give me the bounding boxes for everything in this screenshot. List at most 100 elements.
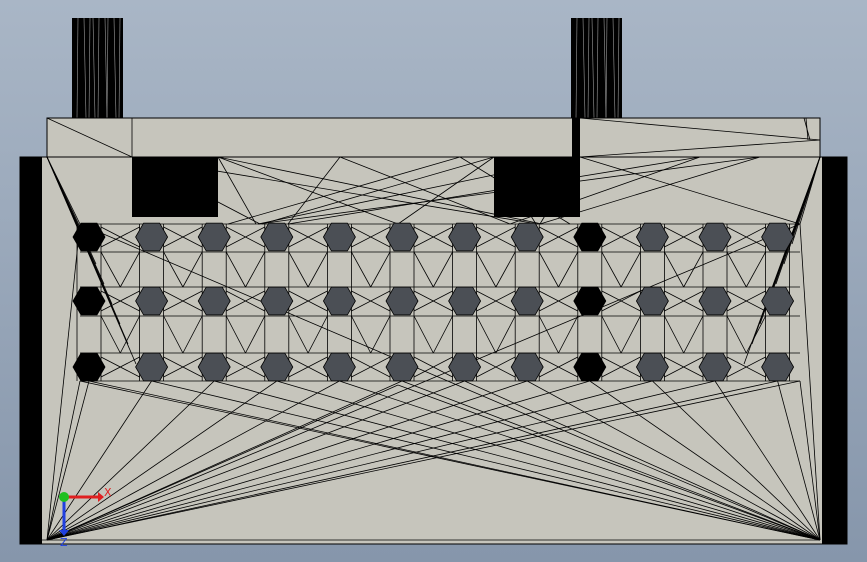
post-stripe xyxy=(591,17,595,119)
mesh-edge xyxy=(539,290,578,312)
mesh-edge xyxy=(46,380,801,541)
mesh-edge xyxy=(46,380,528,541)
mesh-edge xyxy=(214,380,821,541)
mesh-edge xyxy=(601,290,641,312)
mesh-edge xyxy=(151,380,821,541)
mesh-edge xyxy=(100,315,121,354)
triad-x-label: X xyxy=(104,486,112,499)
mesh-edge xyxy=(307,315,328,354)
post-stripe xyxy=(587,17,590,119)
slots xyxy=(132,118,580,217)
mesh-edge xyxy=(351,356,391,378)
mesh-edge xyxy=(46,384,399,541)
mesh-edge xyxy=(46,380,716,541)
hex-hole xyxy=(260,352,294,382)
mesh-edge xyxy=(495,315,516,354)
hex-hole xyxy=(448,352,482,382)
hex-hole xyxy=(72,286,106,316)
mesh-edge xyxy=(245,315,266,354)
hex-hole xyxy=(635,286,669,316)
hex-hole xyxy=(322,352,356,382)
mesh-edge xyxy=(288,356,328,378)
tessellation-mesh xyxy=(42,117,821,541)
mesh-edge xyxy=(163,356,203,378)
mesh-edge xyxy=(579,156,801,225)
post-stripe xyxy=(603,17,607,119)
mesh-edge xyxy=(579,117,821,141)
top-posts xyxy=(72,17,622,119)
mesh-edge xyxy=(119,251,140,288)
hex-hole xyxy=(260,222,294,252)
view-triad[interactable]: X Z xyxy=(59,486,112,549)
mesh-edge xyxy=(401,380,821,541)
hex-hole xyxy=(322,222,356,252)
mesh-edge xyxy=(527,380,821,541)
hex-hole xyxy=(635,352,669,382)
mesh-edge xyxy=(288,290,328,312)
mesh-edge xyxy=(288,315,309,354)
mesh-edge xyxy=(620,315,641,354)
mesh-edge xyxy=(664,356,704,378)
mesh-edge xyxy=(182,251,203,288)
mesh-edge xyxy=(257,156,581,225)
mesh-edge xyxy=(601,356,641,378)
mesh-edge xyxy=(163,226,203,248)
hex-hole xyxy=(72,222,106,252)
hex-hole xyxy=(448,222,482,252)
mesh-edge xyxy=(217,156,257,225)
hole-pattern xyxy=(72,222,795,382)
mesh-edge xyxy=(664,251,685,288)
left-side-bar xyxy=(20,157,42,544)
mesh-edge xyxy=(276,380,821,541)
mesh-edge xyxy=(509,156,701,225)
mesh-edge xyxy=(726,315,747,354)
hex-hole xyxy=(135,286,169,316)
mesh-edge xyxy=(217,156,543,225)
hex-hole xyxy=(135,222,169,252)
hex-hole xyxy=(510,222,544,252)
hex-hole xyxy=(698,222,732,252)
mesh-edge xyxy=(245,251,266,288)
hex-hole xyxy=(322,286,356,316)
hex-hole xyxy=(260,286,294,316)
mesh-edge xyxy=(46,380,278,541)
hex-hole xyxy=(573,222,607,252)
mesh-edge xyxy=(495,251,516,288)
mesh-edge xyxy=(714,380,821,541)
mesh-edge xyxy=(370,251,391,288)
mesh-edge xyxy=(225,315,246,354)
mesh-edge xyxy=(683,251,704,288)
mesh-edge xyxy=(131,156,539,225)
mesh-edge xyxy=(413,226,453,248)
post-stripe xyxy=(104,17,108,119)
post-stripe xyxy=(83,17,87,119)
post-stripe xyxy=(76,17,79,119)
mesh-edge xyxy=(46,223,81,541)
mesh-edge xyxy=(664,290,704,312)
hex-hole xyxy=(197,352,231,382)
mesh-edge xyxy=(287,156,701,225)
mesh-edge xyxy=(558,251,579,288)
mesh-edge xyxy=(726,290,766,312)
hex-hole xyxy=(385,352,419,382)
mesh-edge xyxy=(46,117,133,158)
mesh-edge xyxy=(46,380,590,541)
mesh-edge xyxy=(601,315,622,354)
right-post xyxy=(571,18,622,118)
post-stripe xyxy=(612,17,616,119)
mesh-edge xyxy=(493,156,537,225)
mesh-edge xyxy=(432,251,453,288)
step-mark xyxy=(572,118,580,158)
mesh-edge xyxy=(288,251,309,288)
post-stripe xyxy=(106,17,109,119)
mesh-edge xyxy=(558,315,579,354)
hex-hole xyxy=(197,286,231,316)
mesh-edge xyxy=(46,380,90,541)
hex-hole xyxy=(573,286,607,316)
mesh-edge xyxy=(538,315,559,354)
mesh-edge xyxy=(652,380,821,541)
mesh-edge xyxy=(46,380,215,541)
hex-hole xyxy=(698,352,732,382)
